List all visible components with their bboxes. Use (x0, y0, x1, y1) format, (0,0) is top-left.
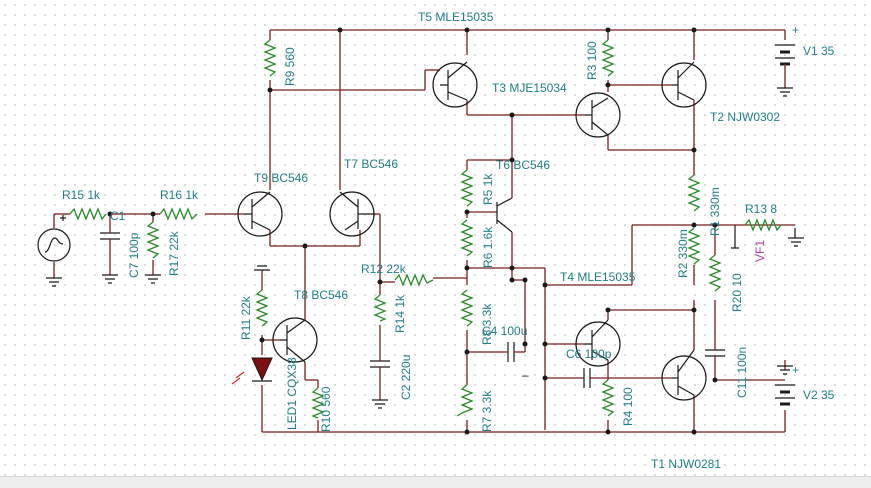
resistor-r10 (311, 387, 325, 419)
transistor-t3 (575, 92, 621, 138)
resistor-r9 (263, 39, 277, 77)
transistor-t5 (432, 61, 478, 108)
label-t4: T4 MLE15035 (560, 270, 636, 284)
resistor-r3 (601, 39, 615, 77)
label-v2: V2 35 (803, 388, 835, 402)
label-c7: C7 100p (127, 232, 141, 278)
transistor-t9 (237, 191, 283, 237)
resistor-r7 (456, 384, 474, 417)
label-c6: C6 100p (566, 347, 612, 361)
junction-dots (107, 27, 718, 435)
resistor-r6 (460, 219, 474, 257)
transistor-t2 (661, 61, 707, 108)
label-plus-top: + (792, 23, 799, 37)
label-r15: R15 1k (62, 188, 101, 202)
resistor-r17 (146, 221, 160, 259)
resistor-r12 (394, 273, 434, 287)
transistor-t8 (272, 317, 318, 363)
battery-v1 (775, 44, 795, 97)
label-r2: R2 330m (676, 229, 690, 278)
transistor-t1 (661, 349, 707, 401)
label-led1: LED1 CQX38 (285, 357, 299, 430)
label-t2: T2 NJW0302 (710, 110, 780, 124)
label-r12: R12 22k (361, 262, 407, 276)
status-bar (0, 476, 871, 488)
capacitor-c11 (705, 345, 725, 360)
capacitor-c7 (100, 225, 120, 248)
label-t1: T1 NJW0281 (651, 457, 721, 471)
resistor-r11 (255, 289, 269, 327)
label-r6: R6 1.6k (481, 226, 495, 268)
transistor-t7 (329, 191, 375, 237)
label-t9: T9 BC546 (254, 171, 308, 185)
label-r5: R5 1k (481, 173, 495, 205)
resistor-r16 (159, 207, 198, 221)
resistor-r4 (601, 379, 615, 417)
capacitors (100, 225, 725, 388)
label-r4: R4 100 (621, 387, 635, 426)
label-c4: C4 100u (482, 324, 527, 338)
label-r11: R11 22k (239, 295, 253, 340)
resistor-r2 (687, 227, 701, 265)
label-c2: C2 220u (399, 355, 413, 400)
label-r17: R17 22k (167, 230, 181, 276)
resistor-r14 (373, 294, 387, 322)
label-r9: R9 560 (283, 47, 297, 86)
ground-symbols (46, 228, 804, 409)
transistors (237, 61, 707, 401)
battery-v2 (775, 365, 795, 406)
label-r10: R10 560 (319, 386, 333, 432)
label-r3: R3 100 (585, 41, 599, 80)
label-c1: C1 (110, 209, 126, 223)
led-icon (231, 357, 273, 385)
label-r14: R14 1k (393, 294, 407, 333)
label-r1: R1 330m (708, 187, 722, 236)
wires (53, 29, 795, 433)
component-labels: T5 MLE15035 R9 560 R3 100 + V1 35 T3 MJE… (62, 10, 835, 471)
label-t8: T8 BC546 (294, 288, 348, 302)
label-t5: T5 MLE15035 (418, 10, 494, 24)
label-r8: R8 3.3k (480, 303, 494, 345)
label-c11: C11 100n (735, 347, 749, 398)
label-vf1: VF1 (753, 240, 767, 262)
label-plus-bottom: + (792, 363, 799, 377)
resistor-r5 (460, 169, 474, 207)
capacitor-c2 (370, 350, 390, 388)
signal-source-icon (37, 215, 71, 262)
label-r20: R20 10 (730, 273, 744, 312)
resistor-r15 (69, 207, 107, 221)
capacitor-c6 (565, 368, 600, 388)
transistor-t4 (575, 319, 621, 367)
label-t6: T6 BC546 (496, 158, 550, 172)
label-v1: V1 35 (803, 44, 835, 58)
label-r16: R16 1k (160, 188, 199, 202)
resistor-r13 (744, 218, 782, 232)
resistor-r1 (687, 174, 701, 212)
resistor-r20 (708, 254, 722, 292)
transistor-t6 (496, 160, 513, 233)
resistors (69, 39, 782, 419)
label-minus: – (522, 368, 529, 382)
capacitor-c4 (497, 342, 518, 362)
label-t7: T7 BC546 (344, 157, 398, 171)
label-r7: R7 3.3k (480, 390, 494, 432)
resistor-r8 (460, 289, 474, 327)
label-r13: R13 8 (745, 202, 777, 216)
label-t3: T3 MJE15034 (492, 81, 567, 95)
